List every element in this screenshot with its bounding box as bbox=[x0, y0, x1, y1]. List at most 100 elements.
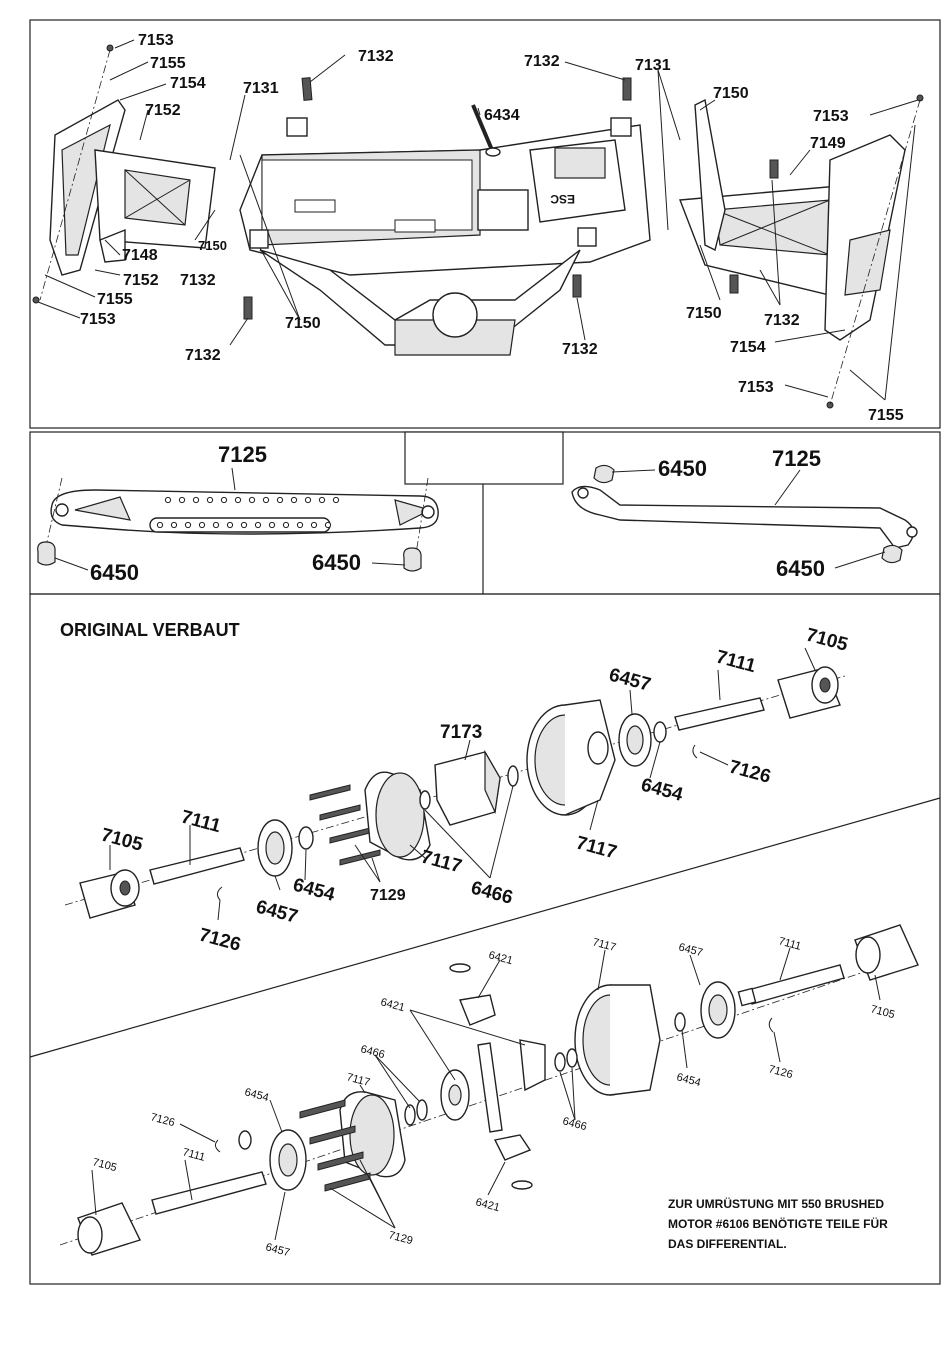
callout-7153: 7153 bbox=[138, 32, 174, 49]
link-hole bbox=[178, 496, 186, 504]
callout-6450-right-b: 6450 bbox=[776, 556, 825, 581]
callout-6421: 6421 bbox=[487, 949, 514, 967]
callout-7117: 7117 bbox=[574, 833, 619, 864]
callout-7111: 7111 bbox=[181, 1146, 206, 1164]
callout-7125-right: 7125 bbox=[772, 446, 821, 471]
callout-7150: 7150 bbox=[285, 315, 321, 332]
svg-text:ESC: ESC bbox=[550, 192, 575, 206]
callout-6450-right-a: 6450 bbox=[658, 456, 707, 481]
callout-7126: 7126 bbox=[767, 1063, 794, 1081]
callout-7153: 7153 bbox=[813, 108, 849, 125]
link-hole bbox=[290, 496, 298, 504]
callout-7152: 7152 bbox=[145, 102, 181, 119]
link-hole bbox=[220, 496, 228, 504]
panel-chassis-frame bbox=[29, 19, 941, 429]
callout-7105: 7105 bbox=[99, 825, 146, 856]
callout-7117: 7117 bbox=[419, 847, 464, 878]
link-hole bbox=[268, 521, 276, 529]
callout-7154: 7154 bbox=[170, 75, 206, 92]
callout-6457: 6457 bbox=[264, 1241, 291, 1259]
callout-7105: 7105 bbox=[91, 1156, 118, 1174]
callout-7117: 7117 bbox=[591, 936, 617, 954]
callout-6457: 6457 bbox=[254, 897, 300, 928]
callout-7132: 7132 bbox=[180, 272, 216, 289]
callout-6454: 6454 bbox=[291, 875, 338, 906]
callout-7150: 7150 bbox=[713, 85, 749, 102]
callout-7126: 7126 bbox=[149, 1111, 176, 1129]
link-hole bbox=[170, 521, 178, 529]
replacement-diff-part-numbers: 6421 7117 6457 7111 7105 6421 6466 7117 … bbox=[91, 935, 896, 1259]
callout-7105: 7105 bbox=[869, 1003, 896, 1021]
callout-7111: 7111 bbox=[714, 647, 759, 678]
link-hole bbox=[262, 496, 270, 504]
link-flat-dots bbox=[156, 496, 340, 529]
link-hole bbox=[324, 521, 332, 529]
callout-7111: 7111 bbox=[179, 807, 224, 838]
link-hole bbox=[164, 496, 172, 504]
diagonal-divider bbox=[29, 797, 941, 1058]
callout-7126: 7126 bbox=[197, 925, 243, 956]
callout-6450-left-a: 6450 bbox=[90, 560, 139, 585]
callout-7105: 7105 bbox=[804, 625, 851, 656]
chassis-drawing: ESC bbox=[32, 44, 924, 409]
replacement-diff-drawing bbox=[59, 924, 919, 1256]
link-hole bbox=[212, 521, 220, 529]
callout-7150: 7150 bbox=[198, 238, 227, 253]
link-flat-drawing bbox=[37, 467, 439, 572]
chassis-leaders bbox=[37, 39, 919, 401]
link-bent-drawing bbox=[571, 464, 918, 569]
original-diff-leaders bbox=[109, 647, 816, 921]
callout-7111: 7111 bbox=[777, 935, 802, 953]
link-hole bbox=[254, 521, 262, 529]
link-hole bbox=[192, 496, 200, 504]
conversion-note-line1: ZUR UMRÜSTUNG MIT 550 BRUSHED bbox=[668, 1196, 884, 1211]
callout-7153: 7153 bbox=[80, 311, 116, 328]
callout-7152: 7152 bbox=[123, 272, 159, 289]
callout-7131: 7131 bbox=[243, 80, 279, 97]
link-hole bbox=[248, 496, 256, 504]
link-hole bbox=[282, 521, 290, 529]
callout-6466: 6466 bbox=[469, 878, 515, 909]
chassis-part-numbers: 7153 7155 7154 7152 7131 7132 6434 7132 … bbox=[80, 32, 904, 424]
callout-7148: 7148 bbox=[122, 247, 158, 264]
callout-6466: 6466 bbox=[561, 1115, 588, 1133]
callout-7132: 7132 bbox=[524, 53, 560, 70]
callout-6454: 6454 bbox=[243, 1086, 270, 1104]
callout-6454: 6454 bbox=[639, 775, 686, 806]
callout-7155: 7155 bbox=[150, 55, 186, 72]
link-hole bbox=[276, 496, 284, 504]
callout-7132: 7132 bbox=[185, 347, 221, 364]
link-hole bbox=[296, 521, 304, 529]
callout-7131: 7131 bbox=[635, 57, 671, 74]
callout-6421: 6421 bbox=[474, 1196, 501, 1214]
callout-6450-left-b: 6450 bbox=[312, 550, 361, 575]
link-hole bbox=[318, 496, 326, 504]
callout-6434: 6434 bbox=[484, 107, 520, 124]
callout-7125-left: 7125 bbox=[218, 442, 267, 467]
link-hole bbox=[234, 496, 242, 504]
conversion-note-line2: MOTOR #6106 BENÖTIGTE TEILE FÜR bbox=[668, 1216, 888, 1231]
link-hole bbox=[206, 496, 214, 504]
callout-7117: 7117 bbox=[345, 1071, 371, 1089]
callout-7132: 7132 bbox=[562, 341, 598, 358]
link-hole bbox=[310, 521, 318, 529]
panel-heading: ORIGINAL VERBAUT bbox=[60, 620, 240, 640]
callout-7173: 7173 bbox=[440, 722, 482, 743]
link-hole bbox=[156, 521, 164, 529]
link-hole bbox=[226, 521, 234, 529]
callout-7155: 7155 bbox=[868, 407, 904, 424]
link-hole bbox=[184, 521, 192, 529]
callout-7150: 7150 bbox=[686, 305, 722, 322]
original-diff-drawing bbox=[64, 666, 846, 919]
callout-7132: 7132 bbox=[358, 48, 394, 65]
link-hole bbox=[198, 521, 206, 529]
callout-7129: 7129 bbox=[387, 1229, 414, 1247]
callout-7129: 7129 bbox=[370, 887, 406, 904]
callout-6466: 6466 bbox=[359, 1043, 386, 1061]
blank-label-box bbox=[404, 431, 564, 485]
callout-6454: 6454 bbox=[675, 1071, 702, 1089]
link-hole bbox=[332, 496, 340, 504]
callout-7154: 7154 bbox=[730, 339, 766, 356]
callout-7132: 7132 bbox=[764, 312, 800, 329]
